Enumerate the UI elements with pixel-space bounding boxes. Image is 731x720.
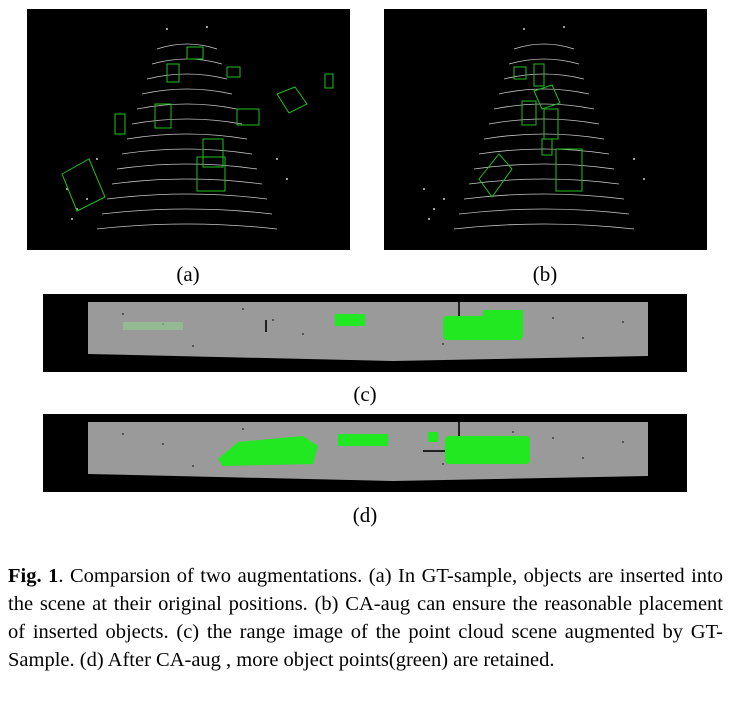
pointcloud-b — [423, 26, 645, 230]
range-image-d — [88, 422, 648, 481]
panel-b-ca-aug-pointcloud — [384, 9, 707, 250]
subfigure-label-a: (a) — [176, 262, 200, 286]
caption-fig-label: Fig. 1 — [8, 565, 59, 587]
range-image-c — [88, 302, 648, 361]
figure-caption: Fig. 1. Comparsion of two augmentations.… — [8, 562, 723, 674]
panel-d-range-image-ca-aug — [43, 414, 687, 492]
pointcloud-a — [61, 26, 334, 230]
subfigure-label-c: (c) — [353, 382, 377, 406]
panel-c-range-image-gt-sample — [43, 294, 687, 372]
caption-text: . Comparsion of two augmentations. (a) I… — [8, 565, 723, 671]
subfigure-label-d: (d) — [352, 503, 378, 527]
subfigure-label-b: (b) — [532, 262, 558, 286]
panel-a-gt-sample-pointcloud — [27, 9, 350, 250]
